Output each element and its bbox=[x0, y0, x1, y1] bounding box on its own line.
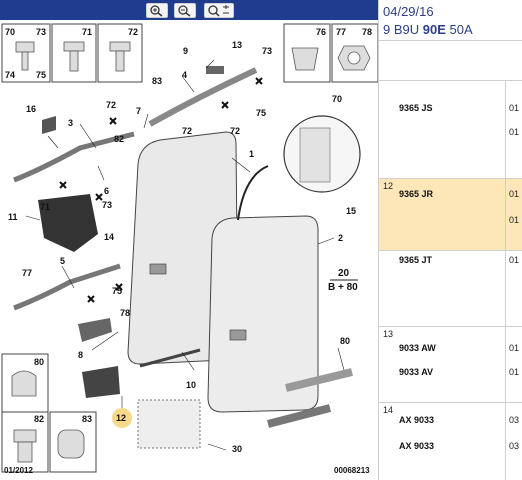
vehicle-code-prefix: 9 B9U bbox=[383, 22, 420, 37]
parts-row-9365jt[interactable]: 9365 JT 01 bbox=[379, 250, 522, 326]
part-qty: 01 bbox=[509, 189, 520, 199]
callout-82[interactable]: 82 bbox=[114, 134, 125, 144]
callout-13[interactable]: 13 bbox=[232, 40, 243, 50]
callout-70[interactable]: 70 bbox=[332, 94, 343, 104]
callout-73-b[interactable]: 73 bbox=[102, 200, 113, 210]
part-code: 9033 AW bbox=[399, 343, 436, 353]
row-index: 13 bbox=[383, 329, 394, 339]
diagram-reference: 00068213 bbox=[334, 466, 370, 475]
callout-1[interactable]: 1 bbox=[249, 149, 255, 159]
callout-8[interactable]: 8 bbox=[78, 350, 84, 360]
diagram-date: 01/2012 bbox=[4, 466, 33, 475]
parts-list-panel: 04/29/16 9 B9U 90E 50A 9365 JS 01 01 12 … bbox=[378, 0, 522, 480]
callout-78[interactable]: 78 bbox=[120, 308, 131, 318]
part-code: 9365 JT bbox=[399, 255, 433, 265]
callout-12[interactable]: 12 bbox=[116, 413, 127, 423]
callout-2[interactable]: 2 bbox=[338, 233, 344, 243]
part-qty: 03 bbox=[509, 415, 520, 425]
box-label-78: 78 bbox=[362, 27, 373, 37]
box-label-77: 77 bbox=[336, 27, 347, 37]
vehicle-code: 9 B9U 90E 50A bbox=[383, 22, 473, 37]
callout-14[interactable]: 14 bbox=[104, 232, 115, 242]
callout-72-a[interactable]: 72 bbox=[106, 100, 117, 110]
callout-20[interactable]: 20 bbox=[338, 268, 350, 279]
exploded-view-drawing bbox=[1, 23, 378, 473]
box-label-74: 74 bbox=[5, 70, 16, 80]
callout-16[interactable]: 16 bbox=[26, 104, 37, 114]
part-qty: 01 bbox=[509, 215, 520, 225]
part-qty: 01 bbox=[509, 367, 520, 377]
callout-10[interactable]: 10 bbox=[186, 380, 197, 390]
callout-20-note: B + 80 bbox=[328, 282, 358, 293]
box-label-75: 75 bbox=[36, 70, 47, 80]
callout-71[interactable]: 71 bbox=[40, 202, 51, 212]
panel-date: 04/29/16 bbox=[383, 4, 434, 19]
zoom-fit-button[interactable] bbox=[204, 3, 234, 18]
callout-4[interactable]: 4 bbox=[182, 70, 188, 80]
part-qty: 03 bbox=[509, 441, 520, 451]
parts-diagram: 70 73 74 75 71 72 76 77 78 80 82 83 1 2 … bbox=[0, 20, 378, 480]
callout-72-b[interactable]: 72 bbox=[182, 126, 193, 136]
callout-11[interactable]: 11 bbox=[8, 212, 18, 222]
zoom-in-icon bbox=[150, 5, 163, 17]
zoom-in-button[interactable] bbox=[146, 3, 168, 18]
zoom-fit-icon bbox=[208, 5, 229, 17]
part-qty: 01 bbox=[509, 103, 520, 113]
callout-5[interactable]: 5 bbox=[60, 256, 66, 266]
callout-73-a[interactable]: 73 bbox=[262, 46, 273, 56]
parts-row-9365js[interactable]: 9365 JS 01 01 bbox=[379, 80, 522, 178]
zoom-toolbar bbox=[0, 0, 378, 20]
box-label-73: 73 bbox=[36, 27, 47, 37]
box-label-82: 82 bbox=[34, 414, 45, 424]
part-code: 9365 JR bbox=[399, 189, 434, 199]
row-index: 14 bbox=[383, 405, 394, 415]
callout-75-b[interactable]: 75 bbox=[112, 286, 123, 296]
parts-row-9033[interactable]: 13 9033 AW 01 9033 AV 01 bbox=[379, 326, 522, 402]
callout-72-c[interactable]: 72 bbox=[230, 126, 241, 136]
parts-row-ax9033[interactable]: 14 AX 9033 03 AX 9033 03 bbox=[379, 402, 522, 480]
part-qty: 01 bbox=[509, 127, 520, 137]
box-label-72: 72 bbox=[128, 27, 139, 37]
part-code: 9365 JS bbox=[399, 103, 433, 113]
part-qty: 01 bbox=[509, 255, 520, 265]
callout-30[interactable]: 30 bbox=[232, 444, 243, 454]
part-qty: 01 bbox=[509, 343, 520, 353]
box-label-70: 70 bbox=[5, 27, 16, 37]
vehicle-code-bold: 90E bbox=[422, 22, 446, 37]
box-label-71: 71 bbox=[82, 27, 93, 37]
callout-15[interactable]: 15 bbox=[346, 206, 357, 216]
callout-9[interactable]: 9 bbox=[183, 46, 189, 56]
part-code: 9033 AV bbox=[399, 367, 434, 377]
box-label-83: 83 bbox=[82, 414, 93, 424]
vehicle-code-suffix: 50A bbox=[449, 22, 473, 37]
callout-7[interactable]: 7 bbox=[136, 106, 142, 116]
box-label-76: 76 bbox=[316, 27, 327, 37]
callout-3[interactable]: 3 bbox=[68, 118, 74, 128]
row-index: 12 bbox=[383, 181, 394, 191]
zoom-out-icon bbox=[178, 5, 191, 17]
callout-75-a[interactable]: 75 bbox=[256, 108, 267, 118]
part-code: AX 9033 bbox=[399, 415, 435, 425]
parts-row-9365jr[interactable]: 12 9365 JR 01 01 bbox=[379, 178, 522, 250]
part-code: AX 9033 bbox=[399, 441, 435, 451]
zoom-out-button[interactable] bbox=[174, 3, 196, 18]
callout-6[interactable]: 6 bbox=[104, 186, 110, 196]
box-label-80: 80 bbox=[34, 357, 45, 367]
callout-83[interactable]: 83 bbox=[152, 76, 163, 86]
callout-77[interactable]: 77 bbox=[22, 268, 33, 278]
callout-80[interactable]: 80 bbox=[340, 336, 351, 346]
